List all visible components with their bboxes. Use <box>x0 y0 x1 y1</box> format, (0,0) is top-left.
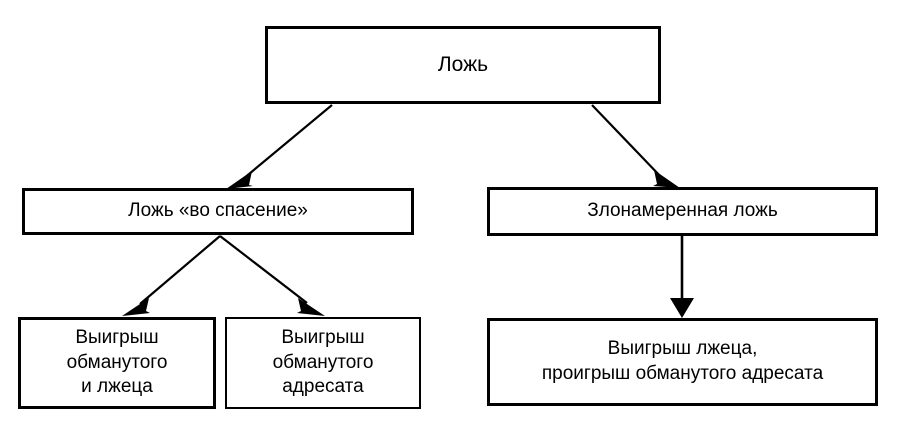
node-white-lie-label: Ложь «во спасение» <box>128 200 308 222</box>
node-liar-wins[interactable]: Выигрыш лжеца, проигрыш обманутого адрес… <box>487 318 878 406</box>
edge-white-lie-to-both-win <box>122 235 221 316</box>
node-malicious-lie[interactable]: Злонамеренная ложь <box>487 187 878 236</box>
node-white-lie[interactable]: Ложь «во спасение» <box>22 188 414 235</box>
edge-white-lie-to-addressee-wins <box>219 235 325 316</box>
node-both-win[interactable]: Выигрыш обманутого и лжеца <box>18 317 216 409</box>
edge-malicious-lie-to-liar-wins <box>670 236 694 318</box>
node-addressee-wins-label: Выигрыш обманутого адресата <box>272 326 374 398</box>
node-liar-wins-label: Выигрыш лжеца, проигрыш обманутого адрес… <box>541 338 824 384</box>
node-both-win-label: Выигрыш обманутого и лжеца <box>66 326 168 398</box>
edge-root-to-malicious-lie <box>591 104 680 188</box>
node-malicious-lie-label: Злонамеренная ложь <box>587 200 778 222</box>
edge-root-to-white-lie <box>226 104 333 189</box>
node-addressee-wins[interactable]: Выигрыш обманутого адресата <box>225 317 421 409</box>
node-root-label: Ложь <box>437 53 489 77</box>
node-root[interactable]: Ложь <box>265 26 661 104</box>
